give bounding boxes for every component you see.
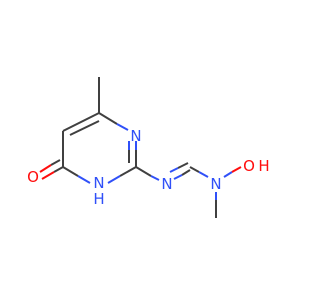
bond-n3-c4: [62, 166, 79, 177]
bond-n-ch-double: [177, 162, 189, 169]
bond-n-ch-double-n: [169, 167, 179, 173]
atom-h-ring-nh: H: [93, 190, 104, 208]
atom-n-ring-top: N: [130, 127, 141, 145]
bond-c4-o-double: [50, 159, 61, 166]
bond-c5-c6: [62, 112, 100, 132]
bond-ch-namine-n: [198, 171, 209, 178]
atom-n-imine: N: [161, 175, 172, 193]
bond-namine-o-n: [223, 171, 233, 178]
bond-c2-n3-n: [107, 175, 121, 184]
bond-namine-o-o: [231, 166, 242, 173]
bond-n3-c4-n: [77, 175, 91, 184]
atom-o-hydroxyl: O: [243, 157, 255, 175]
bond-n-ch: [181, 169, 191, 176]
bond-c4-o-red: [41, 171, 55, 180]
bond-c4-o: [53, 166, 64, 173]
bond-c2-nimine-n: [150, 175, 160, 181]
bond-c2-n3: [119, 166, 137, 177]
structure-canvas: N N H O N N O H: [27, 77, 270, 218]
bond-c5-c6-inner: [69, 120, 100, 136]
atom-n-amine: N: [210, 175, 221, 193]
atom-o-carbonyl: O: [27, 168, 39, 186]
molecule-diagram: N N H O N N O H: [27, 77, 270, 218]
bond-ch-namine: [189, 166, 200, 173]
pyrimidine-ring: [62, 112, 137, 184]
bond-c6-n1: [98, 112, 118, 125]
atom-n-ring-nh: N: [93, 174, 104, 192]
bond-c2-nimine: [135, 166, 152, 177]
atom-h-hydroxyl: H: [258, 157, 269, 175]
bond-c6-n1-n: [116, 123, 129, 131]
bond-c4-o-double-red: [39, 164, 52, 173]
bond-n-ch-n: [173, 174, 183, 180]
carbonyl-group: [39, 159, 64, 180]
imine-bond: [169, 162, 191, 180]
